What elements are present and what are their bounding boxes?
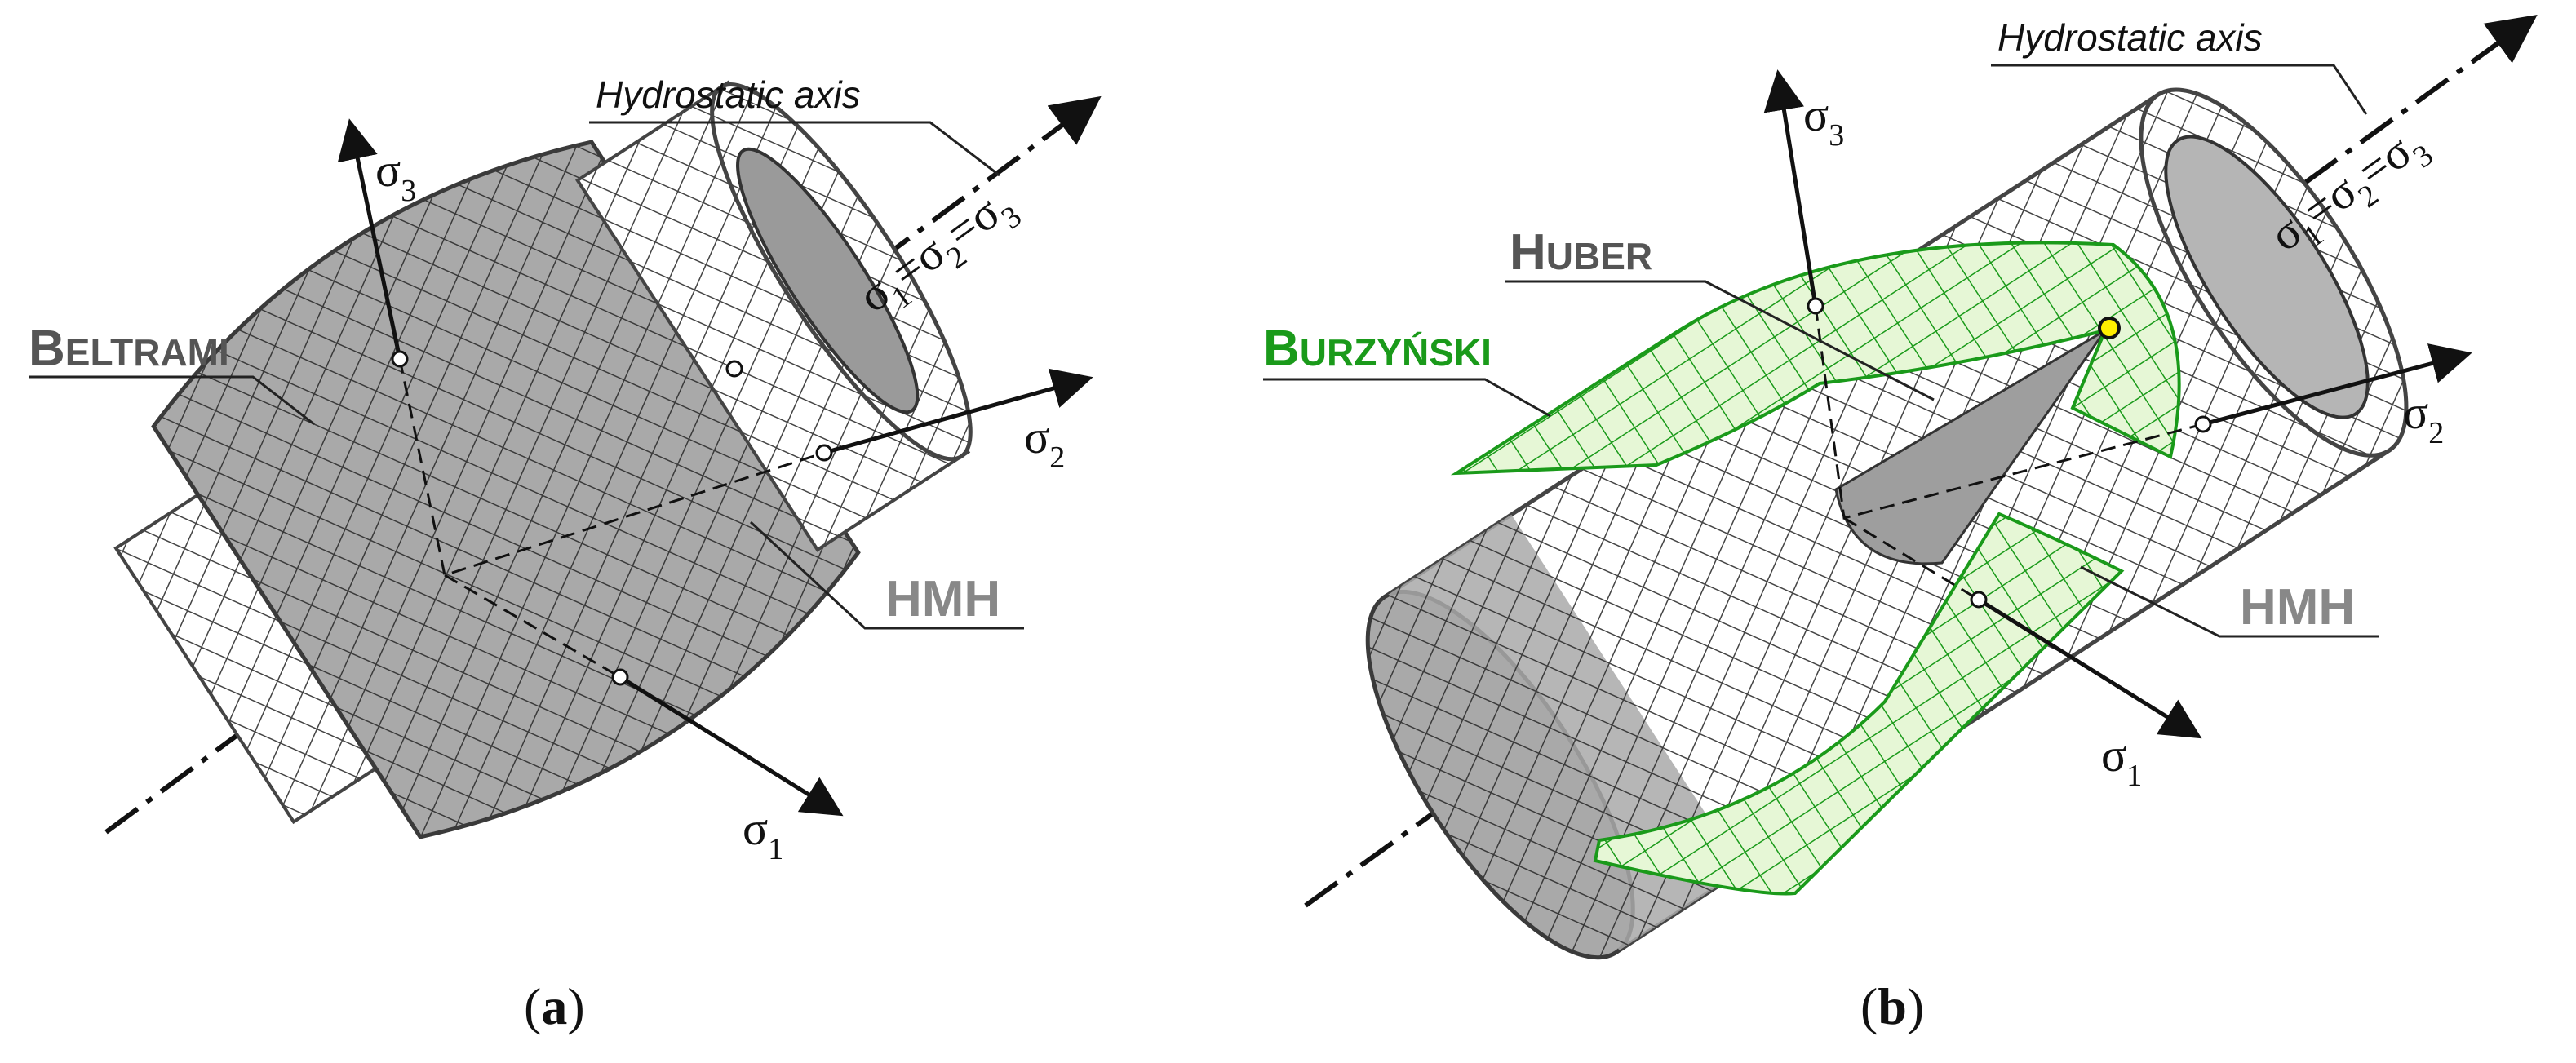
beltrami-label: BELTRAMI — [29, 321, 229, 377]
sigma3-label-b: σ3 — [1803, 88, 1844, 153]
apex-marker-b — [2098, 317, 2121, 339]
huber-leader — [1505, 280, 1935, 401]
burzynski-surface-upper — [1450, 241, 2181, 476]
panel-b: σ3 σ2 σ1 σ1=σ2=σ3 Hydrostatic axis HUBER… — [1263, 14, 2538, 1035]
sigma3-axis-a — [337, 118, 402, 360]
beltrami-surface — [113, 80, 973, 839]
hydro-equation-a: σ1=σ2=σ3 — [848, 176, 1027, 330]
svg-text:σ1=σ2=σ3: σ1=σ2=σ3 — [848, 176, 1027, 330]
panel-label-a: (a) — [524, 977, 585, 1035]
panel-a: σ3 σ2 σ1 σ1=σ2=σ3 Hydrostatic axis BELTR… — [29, 73, 1102, 1035]
dashed-ref-a-2 — [444, 574, 621, 679]
sigma1-label-b: σ1 — [2101, 729, 2142, 793]
sigma1-label-a: σ1 — [743, 802, 783, 866]
hydrostatic-label-a: Hydrostatic axis — [596, 73, 861, 116]
hydrostatic-label-b: Hydrostatic axis — [1997, 16, 2263, 59]
sigma2-label-a: σ2 — [1024, 410, 1065, 475]
hydrostatic-leader-a — [589, 121, 1000, 177]
sigma1-axis-a — [619, 675, 844, 817]
sigma3-label-a: σ3 — [375, 144, 416, 208]
hydro-marker-a — [725, 360, 743, 378]
axis-marker-b1 — [1970, 591, 1988, 609]
axis-marker-b3 — [1807, 297, 1824, 315]
sigma2-axis-a — [823, 368, 1093, 455]
dashed-ref-b-2 — [1843, 516, 1980, 601]
hmh-leader-a — [749, 520, 1024, 630]
sigma2-label-b: σ2 — [2403, 386, 2444, 450]
huber-label: HUBER — [1510, 224, 1652, 281]
huber-cone — [1834, 329, 2107, 565]
hydrostatic-leader-b — [1991, 64, 2368, 115]
axis-marker-a3 — [391, 350, 409, 368]
sigma2-axis-b — [2202, 343, 2472, 427]
dashed-ref-a — [398, 358, 825, 577]
burzynski-label: BURZYŃSKI — [1263, 321, 1492, 377]
axis-marker-a1 — [611, 668, 629, 686]
beltrami-leader — [29, 375, 315, 426]
sigma1-axis-b — [1977, 597, 2202, 739]
hmh-label-a: HMH — [885, 571, 1000, 627]
axis-marker-a2 — [815, 444, 833, 462]
hmh-label-b: HMH — [2240, 579, 2355, 636]
axis-marker-b2 — [2194, 415, 2212, 433]
sigma3-axis-b — [1763, 69, 1818, 307]
burzynski-leader — [1263, 378, 1551, 418]
hmh-leader-b — [2080, 565, 2379, 638]
panel-label-b: (b) — [1860, 977, 1924, 1035]
